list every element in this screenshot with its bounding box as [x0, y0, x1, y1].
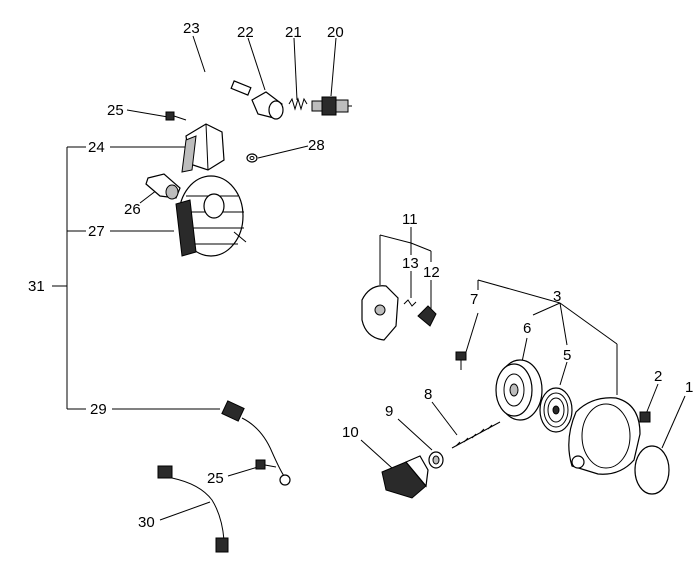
callout-3: 3	[553, 288, 561, 305]
spark-plug-wire-part	[198, 74, 252, 149]
callout-27: 27	[88, 223, 105, 240]
screw-part	[165, 111, 187, 121]
starter-handle-part	[381, 455, 429, 499]
plug-cap-part	[251, 91, 284, 120]
callout-20: 20	[327, 24, 344, 41]
callout-30: 30	[138, 514, 155, 531]
callout-21: 21	[285, 24, 302, 41]
stop-wire-part	[157, 465, 229, 553]
ignition-coil-part	[181, 123, 225, 173]
callout-23: 23	[183, 20, 200, 37]
callout-13: 13	[402, 255, 419, 272]
starter-pulley-part	[495, 359, 543, 421]
callout-11: 11	[402, 211, 418, 228]
callout-29: 29	[90, 401, 107, 418]
recoil-spring-part	[539, 387, 573, 433]
screw-part-3	[455, 351, 467, 370]
callout-25-bottom: 25	[207, 470, 224, 487]
pawl-assembly-part	[361, 285, 437, 341]
starter-rope-part	[451, 421, 501, 449]
callout-6: 6	[523, 320, 531, 337]
screw-part-2	[255, 459, 277, 470]
callout-28: 28	[308, 137, 325, 154]
callout-26: 26	[124, 201, 141, 218]
callout-12: 12	[423, 264, 440, 281]
callout-1: 1	[685, 379, 693, 396]
spring-part	[288, 97, 308, 111]
flywheel-part	[175, 175, 247, 257]
washer-part	[246, 153, 258, 163]
spark-plug-part	[311, 96, 352, 116]
starter-case-part	[568, 397, 641, 475]
callout-10: 10	[342, 424, 359, 441]
gasket-ring-part	[634, 445, 670, 495]
callout-24: 24	[88, 139, 105, 156]
screw-part-4	[639, 411, 651, 423]
leader-lines	[52, 35, 686, 521]
flywheel-nut-part	[145, 173, 181, 200]
grommet-part	[428, 451, 444, 469]
callout-7: 7	[470, 291, 478, 308]
callout-8: 8	[424, 386, 432, 403]
callout-9: 9	[385, 403, 393, 420]
callout-5: 5	[563, 347, 571, 364]
callout-31: 31	[28, 278, 45, 295]
callout-2: 2	[654, 368, 662, 385]
callout-25-top: 25	[107, 102, 124, 119]
ground-wire-part	[221, 400, 291, 486]
callout-labels: 1 2 3 5 6 7 8 9 10 11 12 13 20 21 22 23 …	[28, 20, 693, 531]
callout-22: 22	[237, 24, 254, 41]
